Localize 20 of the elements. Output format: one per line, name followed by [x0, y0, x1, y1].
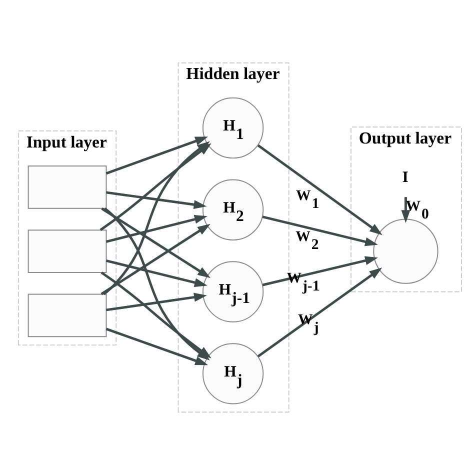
- cluster: Input layer: [18, 130, 117, 346]
- arrow: [106, 214, 208, 242]
- arrow: [106, 327, 208, 365]
- arrow: [106, 259, 208, 286]
- node-text: I: [402, 168, 408, 186]
- arrow: [101, 207, 210, 278]
- arrow: [106, 292, 207, 311]
- node-box: [28, 164, 107, 208]
- arrow: [106, 190, 207, 209]
- arrow: [103, 140, 210, 295]
- arrow: [262, 256, 378, 286]
- node-box: [28, 293, 107, 337]
- arrow: [257, 267, 382, 357]
- node-box: [28, 229, 107, 273]
- arrow: [104, 207, 210, 360]
- arrow: [100, 223, 210, 295]
- arrow: [257, 144, 382, 235]
- arrow: [262, 215, 378, 246]
- node-circle: [373, 218, 438, 284]
- arrow: [106, 136, 208, 174]
